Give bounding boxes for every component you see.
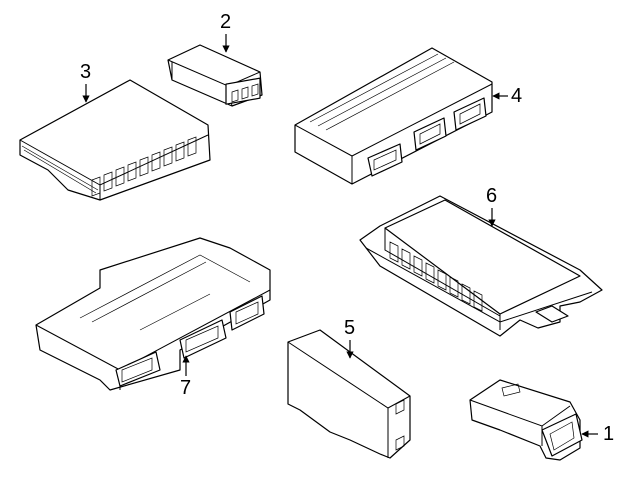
part-2-module [167,44,263,107]
callout-3: 3 [80,61,92,83]
callout-4: 4 [511,85,523,107]
part-3-module [19,79,211,201]
callout-2: 2 [220,11,232,33]
part-5-module [287,329,411,459]
part-1-module [469,379,583,461]
part-7-module [35,237,271,391]
callout-6: 6 [486,185,498,207]
callout-1: 1 [603,423,615,445]
callout-5: 5 [344,317,356,339]
part-6-module [359,195,603,337]
callout-7: 7 [180,377,192,399]
part-4-module [294,47,493,185]
